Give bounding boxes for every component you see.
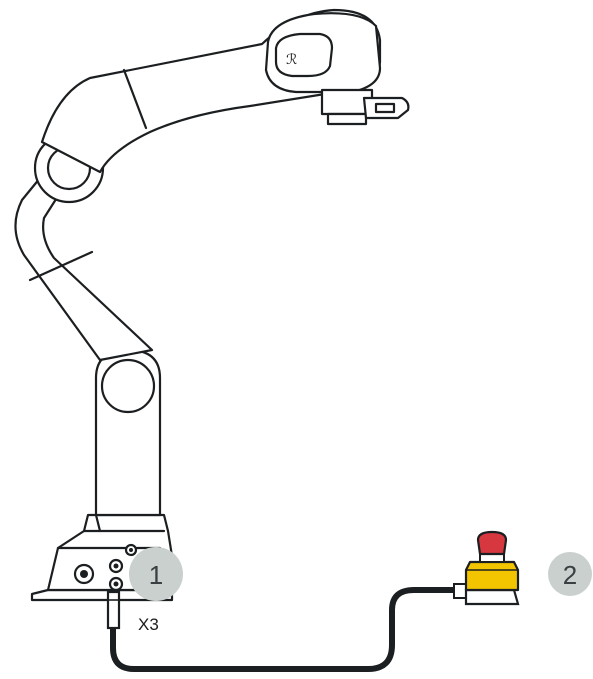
robot-joint-2 — [100, 358, 156, 414]
connector-label-x3: X3 — [138, 615, 159, 634]
robot-lower-link — [14, 176, 154, 362]
estop-button — [476, 530, 508, 556]
base-connector-panel — [73, 543, 138, 592]
callout-2: 2 — [548, 552, 592, 596]
callout-1: 1 — [129, 547, 183, 601]
robot-logo-icon — [274, 32, 334, 78]
emergency-stop-icon — [453, 530, 520, 606]
robot-arm-icon: ℛ — [14, 8, 410, 602]
estop-cable — [110, 587, 461, 672]
x3-connector-plug — [106, 590, 121, 630]
svg-text:ℛ: ℛ — [286, 52, 297, 68]
estop-housing — [464, 560, 520, 592]
callout-1-label: 1 — [149, 560, 163, 590]
callout-2-label: 2 — [563, 560, 577, 590]
